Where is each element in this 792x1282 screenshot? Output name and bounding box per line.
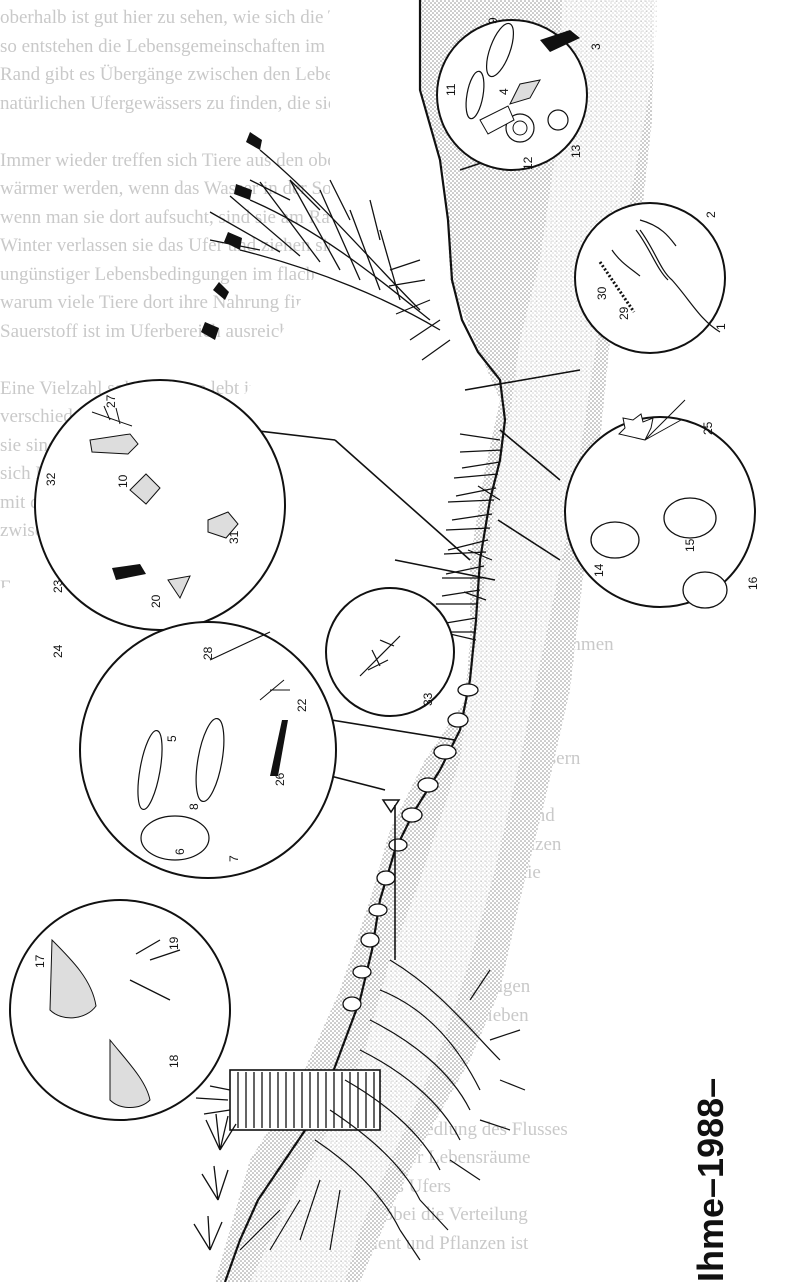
circle-6-label: 7 [227, 855, 241, 862]
circle-1-label: 4 [497, 88, 511, 95]
artist-credit: Ihme–1988– [690, 962, 732, 1282]
circle-2-label: 1 [714, 323, 728, 330]
circle-2-label: 29 [617, 306, 631, 320]
circle-3-label: 14 [592, 563, 606, 577]
circle-4-label: 24 [51, 644, 65, 658]
circle-4-label: 32 [44, 472, 58, 486]
circle-6-label: 26 [273, 772, 287, 786]
circle-6-label: 8 [187, 803, 201, 810]
circle-2-label: 2 [704, 211, 718, 218]
circle-1-label: 9 [486, 17, 500, 24]
circle-6-label: 6 [173, 848, 187, 855]
circle-3-label: 15 [683, 538, 697, 552]
circle-5-label: 33 [421, 692, 435, 706]
organism-circle-5: 33 [326, 588, 454, 716]
circle-1-label: 11 [444, 83, 458, 96]
circle-1-label: 13 [569, 144, 583, 158]
circle-7-label: 17 [33, 954, 47, 968]
circle-3-label: 25 [701, 421, 715, 435]
circle-2-label: 30 [595, 286, 609, 300]
circle-4-label: 23 [51, 579, 65, 593]
circle-4-label: 10 [116, 474, 130, 488]
circle-4-label: 20 [149, 594, 163, 608]
organism-circle-2: 2 30 29 1 [575, 203, 728, 353]
circle-6-label: 22 [295, 698, 309, 712]
circle-3-label: 16 [746, 576, 760, 590]
organism-circle-7: 17 19 18 [10, 900, 230, 1120]
organism-circle-6: 28 22 5 8 26 6 7 [80, 622, 336, 878]
circle-6-label: 28 [201, 646, 215, 660]
circle-1-label: 12 [521, 156, 535, 170]
circle-4-label: 31 [227, 530, 241, 544]
circle-4-label: 27 [104, 394, 118, 408]
circle-6-label: 5 [165, 735, 179, 742]
circle-7-label: 19 [167, 936, 181, 950]
circle-1-label: 3 [589, 43, 603, 50]
circle-7-label: 18 [167, 1054, 181, 1068]
